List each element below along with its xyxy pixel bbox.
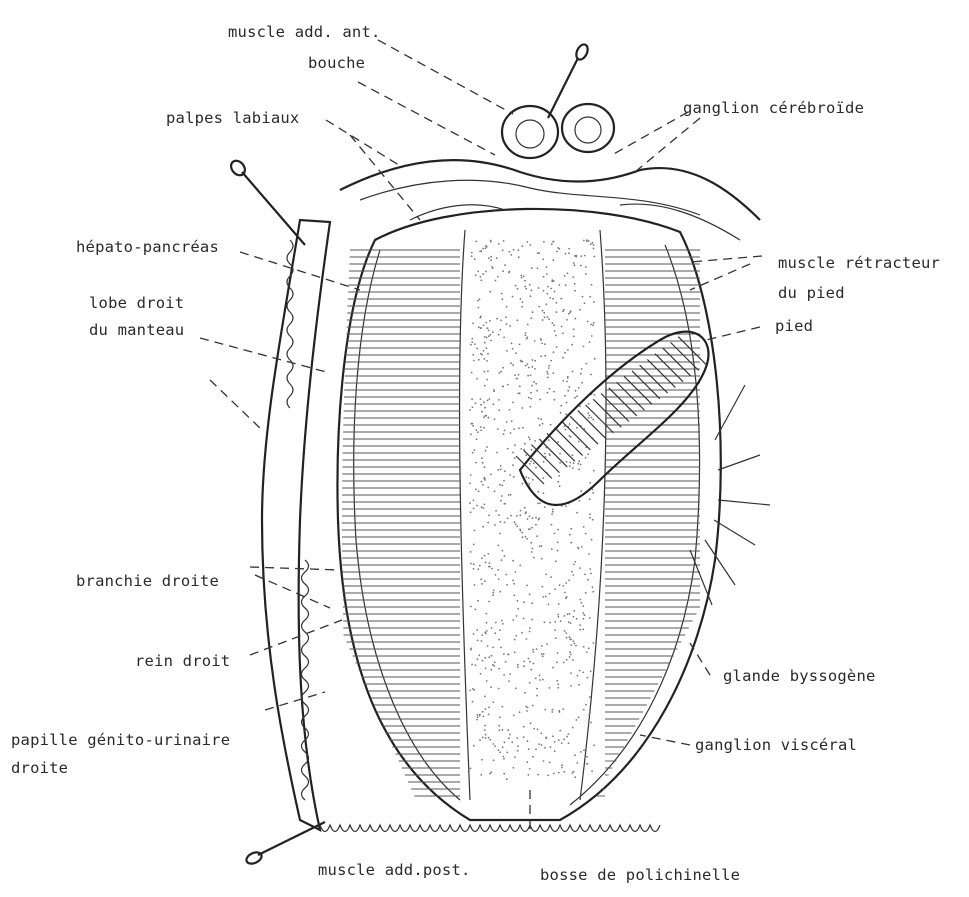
label-rein-droit: rein droit	[135, 652, 230, 670]
label-branchie-droite: branchie droite	[76, 572, 219, 590]
label-papille-genito-urinaire: papille génito-urinaire	[11, 731, 230, 749]
label-du-pied: du pied	[778, 284, 845, 302]
mantle-lobe	[262, 220, 330, 830]
byssus-threads	[690, 385, 770, 605]
head-region	[340, 104, 760, 240]
label-bosse-polichinelle: bosse de polichinelle	[540, 866, 740, 884]
label-droite: droite	[11, 759, 68, 777]
label-ganglion-cerebroide: ganglion cérébroïde	[683, 99, 864, 117]
label-lobe-droit: lobe droit	[89, 294, 184, 312]
label-hepato-pancreas: hépato-pancréas	[76, 238, 219, 256]
label-du-manteau: du manteau	[89, 321, 184, 339]
visceral-mass	[469, 239, 596, 780]
posterior-edge	[320, 790, 660, 835]
label-muscle-add-post: muscle add.post.	[318, 861, 471, 879]
label-ganglion-visceral: ganglion viscéral	[695, 736, 857, 754]
label-glande-byssogene: glande byssogène	[723, 667, 876, 685]
label-pied: pied	[775, 317, 813, 335]
label-palpes-labiaux: palpes labiaux	[166, 109, 299, 127]
labels: muscle add. ant. bouche palpes labiaux g…	[11, 23, 940, 884]
label-bouche: bouche	[308, 54, 365, 72]
label-muscle-add-ant: muscle add. ant.	[228, 23, 381, 41]
label-muscle-retracteur: muscle rétracteur	[778, 254, 940, 272]
body-outline	[337, 209, 720, 820]
